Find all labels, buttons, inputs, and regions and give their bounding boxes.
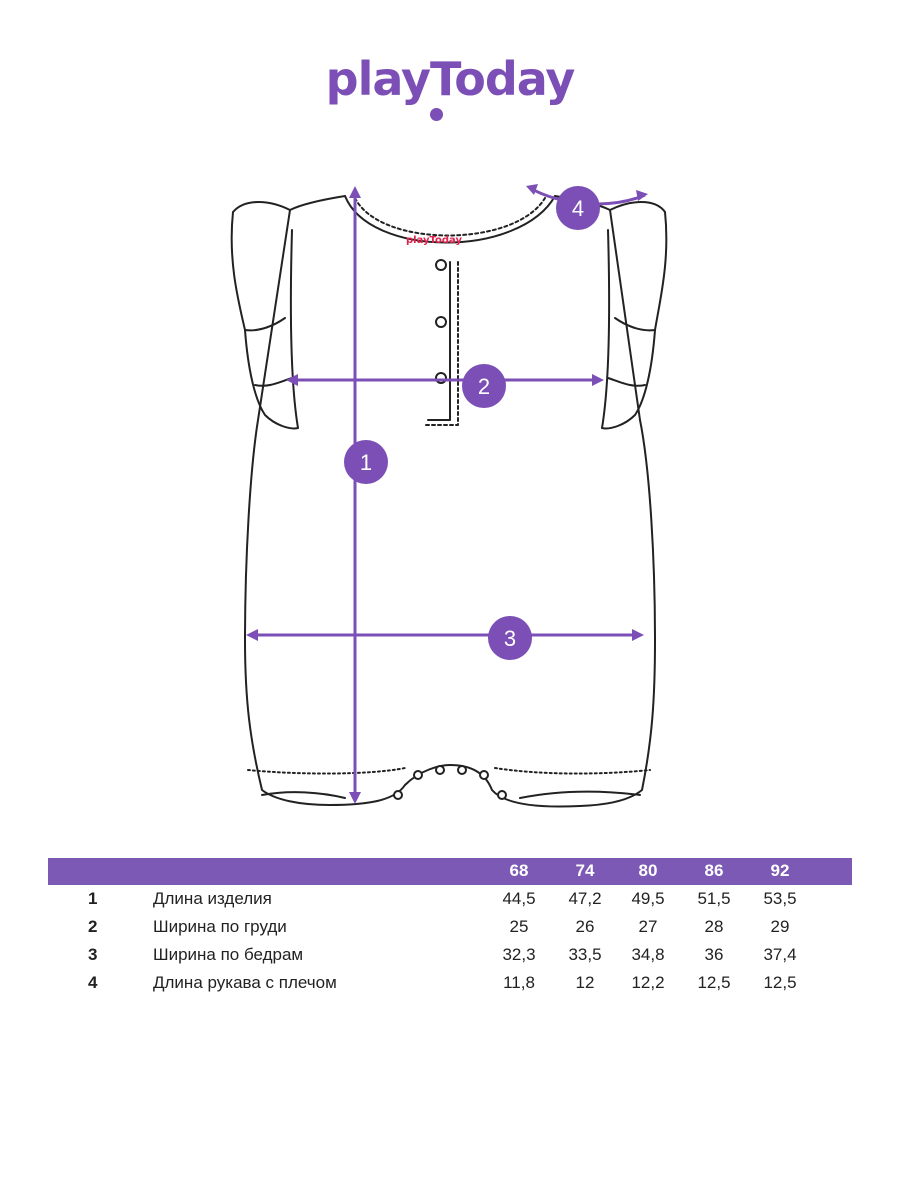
marker-2: 2	[462, 364, 506, 408]
garment-measurement-drawing: playToday 1 2 3 4	[230, 184, 668, 808]
row-value: 47,2	[568, 889, 602, 908]
snap-buttons	[393, 259, 507, 800]
row-value: 25	[509, 917, 529, 936]
row-value: 26	[575, 917, 595, 936]
row-value: 12,2	[631, 973, 665, 992]
table-row: 2 Ширина по груди 25 26 27 28 29	[48, 913, 852, 941]
row-label: Длина изделия	[153, 889, 272, 908]
svg-text:3: 3	[504, 626, 516, 651]
row-value: 49,5	[631, 889, 665, 908]
row-value: 33,5	[568, 945, 602, 964]
row-value: 27	[638, 917, 658, 936]
size-table-header: 68 74 80 86 92	[48, 858, 852, 885]
marker-3: 3	[488, 616, 532, 660]
table-row: 1 Длина изделия 44,5 47,2 49,5 51,5 53,5	[48, 885, 852, 913]
svg-text:4: 4	[572, 196, 584, 221]
table-row: 3 Ширина по бедрам 32,3 33,5 34,8 36 37,…	[48, 941, 852, 969]
marker-4: 4	[556, 186, 600, 230]
row-value: 37,4	[763, 945, 797, 964]
row-value: 12	[575, 973, 595, 992]
row-number: 3	[88, 945, 98, 964]
size-header-74: 74	[575, 861, 595, 880]
row-value: 32,3	[502, 945, 536, 964]
row-value: 12,5	[697, 973, 731, 992]
marker-1: 1	[344, 440, 388, 484]
table-row: 4 Длина рукава с плечом 11,8 12 12,2 12,…	[48, 969, 852, 997]
row-value: 11,8	[503, 973, 535, 992]
brand-logo: playToday	[325, 52, 576, 106]
row-label: Ширина по бедрам	[153, 945, 304, 964]
garment-label: playToday	[406, 235, 463, 246]
size-table: 68 74 80 86 92 1 Длина изделия 44,5 47,2…	[48, 858, 852, 997]
row-number: 2	[88, 917, 98, 936]
svg-text:2: 2	[478, 374, 490, 399]
row-value: 12,5	[763, 973, 797, 992]
size-header-92: 92	[770, 861, 790, 880]
row-value: 36	[704, 945, 724, 964]
row-value: 44,5	[502, 889, 536, 908]
row-value: 28	[704, 917, 724, 936]
row-number: 1	[88, 889, 98, 908]
row-label: Ширина по груди	[153, 917, 287, 936]
row-value: 29	[770, 917, 790, 936]
size-header-80: 80	[638, 861, 658, 880]
row-number: 4	[88, 973, 98, 992]
row-label: Длина рукава с плечом	[153, 973, 337, 992]
measurement-lines	[250, 186, 646, 800]
size-header-86: 86	[704, 861, 724, 880]
svg-text:1: 1	[360, 450, 372, 475]
arrow-heads	[246, 184, 648, 804]
size-header-68: 68	[509, 861, 529, 880]
row-value: 34,8	[631, 945, 665, 964]
row-value: 51,5	[697, 889, 731, 908]
row-value: 53,5	[763, 889, 797, 908]
romper-outline	[230, 195, 668, 808]
brand-logo-dot	[430, 108, 443, 121]
